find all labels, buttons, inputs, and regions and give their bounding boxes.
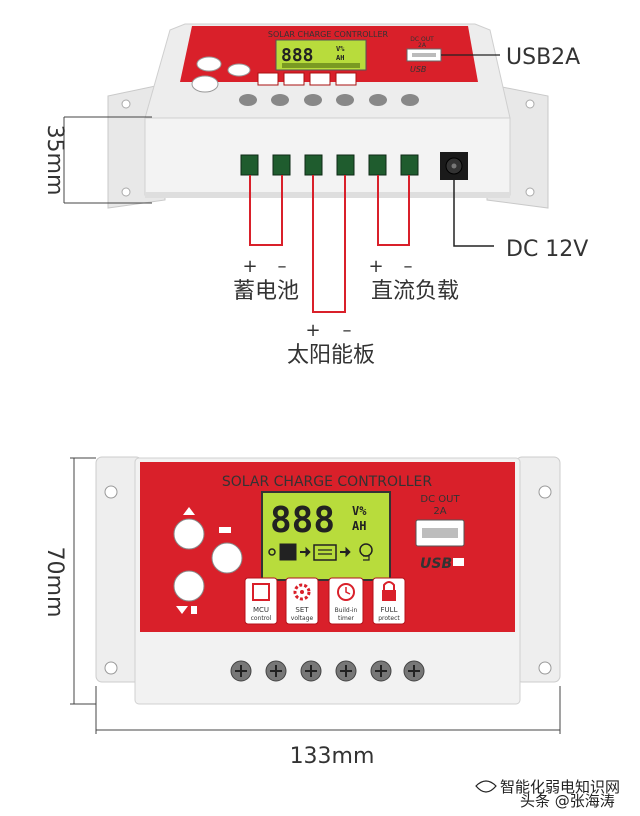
down-arrow-icon xyxy=(176,606,188,614)
front-lcd-unit-bottom: AH xyxy=(352,519,366,533)
dc-wire xyxy=(453,180,494,247)
top-down-button[interactable] xyxy=(191,75,219,93)
width-label-133mm: 133mm xyxy=(290,744,375,769)
front-usb-caption-1: DC OUT xyxy=(420,494,460,505)
usb-callout-label: USB2A xyxy=(506,45,580,70)
top-badge-3 xyxy=(309,72,331,86)
front-panel-title: SOLAR CHARGE CONTROLLER xyxy=(222,474,433,490)
top-screw-row xyxy=(239,94,419,106)
top-usb-logo: USB xyxy=(410,65,426,74)
wiring xyxy=(249,175,494,313)
badge-timer: Build-in timer xyxy=(328,577,364,625)
top-view: SOLAR CHARGE CONTROLLER 888 V% AH DC OUT… xyxy=(107,23,580,209)
load-label: 直流负载 xyxy=(371,279,459,304)
front-usb-logo: USB xyxy=(420,556,452,572)
badge-set-line2: voltage xyxy=(291,615,314,622)
sun-icon xyxy=(268,548,276,556)
terminal-block xyxy=(240,154,419,176)
top-lcd-unit-top: V% xyxy=(336,45,345,53)
terminal-load-minus xyxy=(400,154,419,176)
badge-mcu: MCU control xyxy=(244,577,278,625)
solar-minus-sign: – xyxy=(343,320,352,341)
top-badge-2 xyxy=(283,72,305,86)
badge-full-line2: protect xyxy=(378,615,400,622)
solar-label: 太阳能板 xyxy=(287,343,375,368)
solar-wire xyxy=(312,175,346,313)
top-badge-4 xyxy=(335,72,357,86)
battery-icon xyxy=(313,544,337,561)
height-label-35mm: 35mm xyxy=(42,125,67,196)
top-up-button[interactable] xyxy=(196,56,222,72)
terminal-solar-plus xyxy=(304,154,323,176)
front-right-flange xyxy=(515,456,561,683)
clock-icon xyxy=(337,583,355,601)
feature-badges: MCU control SET voltage Build-in timer xyxy=(244,577,406,625)
battery-label: 蓄电池 xyxy=(233,279,299,304)
terminal-battery-minus xyxy=(272,154,291,176)
badge-mcu-line1: MCU xyxy=(253,606,269,614)
height-dimension-top: 35mm xyxy=(42,116,152,204)
badge-mcu-line2: control xyxy=(251,615,272,622)
terminal-battery-plus xyxy=(240,154,259,176)
gear-icon xyxy=(293,583,311,601)
lcd-flow-icons xyxy=(268,543,373,561)
front-lcd-unit-top: V% xyxy=(352,504,367,518)
top-usb-caption-1: DC OUT xyxy=(410,36,434,43)
menu-icon xyxy=(219,527,231,533)
top-mode-button[interactable] xyxy=(227,63,251,77)
top-usb-caption-2: 2A xyxy=(418,42,427,49)
width-dimension-front: 133mm xyxy=(95,686,561,769)
badge-timer-line1: Build-in xyxy=(335,607,358,614)
watermark: 智能化弱电知识网 头条 @张海涛 xyxy=(475,778,620,810)
front-usb-caption-2: 2A xyxy=(433,506,446,517)
terminal-solar-minus xyxy=(336,154,355,176)
load-plus-sign: + xyxy=(368,256,383,277)
load-wire xyxy=(377,175,410,246)
top-badge-1 xyxy=(257,72,279,86)
load-minus-sign: – xyxy=(404,256,413,277)
chip-icon xyxy=(252,583,270,601)
terminal-load-plus xyxy=(368,154,387,176)
top-lcd-unit-bottom: AH xyxy=(336,54,344,62)
battery-plus-sign: + xyxy=(242,256,257,277)
watermark-line2: 头条 @张海涛 xyxy=(520,792,615,810)
battery-wire xyxy=(249,175,283,246)
menu-button[interactable] xyxy=(211,542,243,574)
watermark-logo-icon xyxy=(475,780,497,793)
front-lcd xyxy=(261,491,391,581)
down-button[interactable] xyxy=(173,570,205,602)
top-lcd-digits: 888 xyxy=(281,45,314,66)
front-lcd-digits: 888 xyxy=(270,500,335,541)
badge-set-line1: SET xyxy=(295,606,309,614)
front-view: SOLAR CHARGE CONTROLLER 888 V% AH xyxy=(95,456,561,705)
badge-full-protect: FULL protect xyxy=(372,577,406,625)
up-button[interactable] xyxy=(173,518,205,550)
top-panel-title: SOLAR CHARGE CONTROLLER xyxy=(268,30,389,39)
badge-timer-line2: timer xyxy=(338,615,355,622)
solar-plus-sign: + xyxy=(305,320,320,341)
dc-callout-label: DC 12V xyxy=(506,237,588,262)
badge-set-voltage: SET voltage xyxy=(285,577,319,625)
up-arrow-icon xyxy=(183,507,195,515)
lock-icon xyxy=(382,590,396,601)
height-label-70mm: 70mm xyxy=(42,547,67,618)
front-screw-row xyxy=(230,660,425,682)
battery-minus-sign: – xyxy=(278,256,287,277)
watermark-line1: 智能化弱电知识网 xyxy=(500,778,620,796)
badge-full-line1: FULL xyxy=(381,606,398,614)
usb-battery-icon xyxy=(453,558,464,566)
solar-panel-icon xyxy=(279,543,297,561)
height-dimension-front: 70mm xyxy=(42,457,96,705)
